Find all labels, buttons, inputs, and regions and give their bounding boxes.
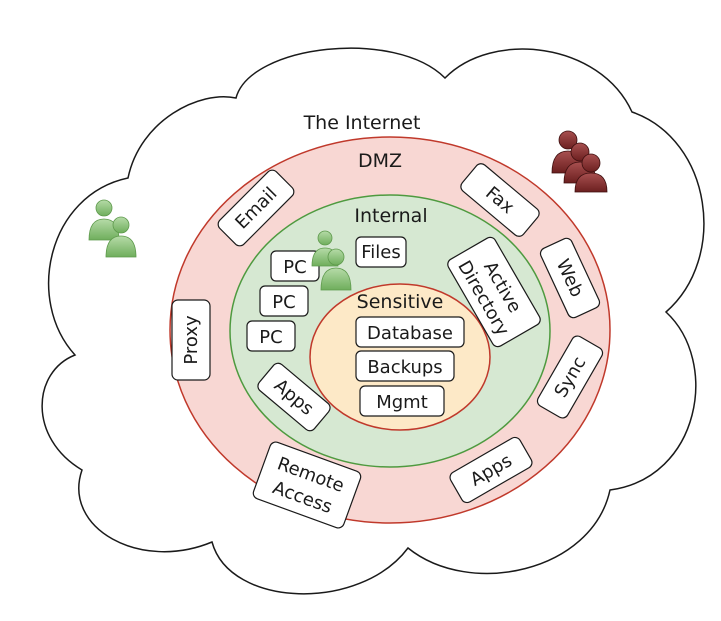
user-icon — [88, 199, 120, 241]
pc-box-1: PC — [270, 250, 320, 282]
proxy-box: Proxy — [171, 299, 211, 381]
fax-box: Fax — [460, 163, 540, 237]
pc-box-3: PC — [246, 320, 296, 352]
database-box: Database — [355, 316, 465, 348]
pc-label-2: PC — [272, 292, 295, 313]
user-icon — [105, 216, 137, 258]
backups-box: Backups — [355, 350, 455, 382]
backups-label: Backups — [367, 357, 442, 378]
mgmt-box: Mgmt — [359, 385, 445, 417]
email-box: Email — [217, 169, 295, 247]
dmz-label: DMZ — [358, 150, 402, 172]
files-box: Files — [355, 236, 407, 268]
internet-label: The Internet — [303, 112, 421, 134]
pc-label-1: PC — [283, 257, 306, 278]
user-icon — [320, 248, 352, 291]
threat-actors-icon — [551, 130, 608, 193]
database-label: Database — [367, 323, 453, 344]
proxy-label: Proxy — [181, 315, 202, 365]
mgmt-label: Mgmt — [376, 392, 428, 413]
files-label: Files — [361, 242, 401, 263]
internal-label: Internal — [354, 205, 427, 227]
trusted-users-icon — [88, 199, 137, 258]
pc-label-3: PC — [259, 327, 282, 348]
user-icon — [574, 153, 608, 193]
sensitive-label: Sensitive — [357, 291, 444, 313]
pc-box-2: PC — [259, 285, 309, 317]
web-box: Web — [539, 237, 601, 319]
internal-users-icon — [311, 230, 352, 291]
